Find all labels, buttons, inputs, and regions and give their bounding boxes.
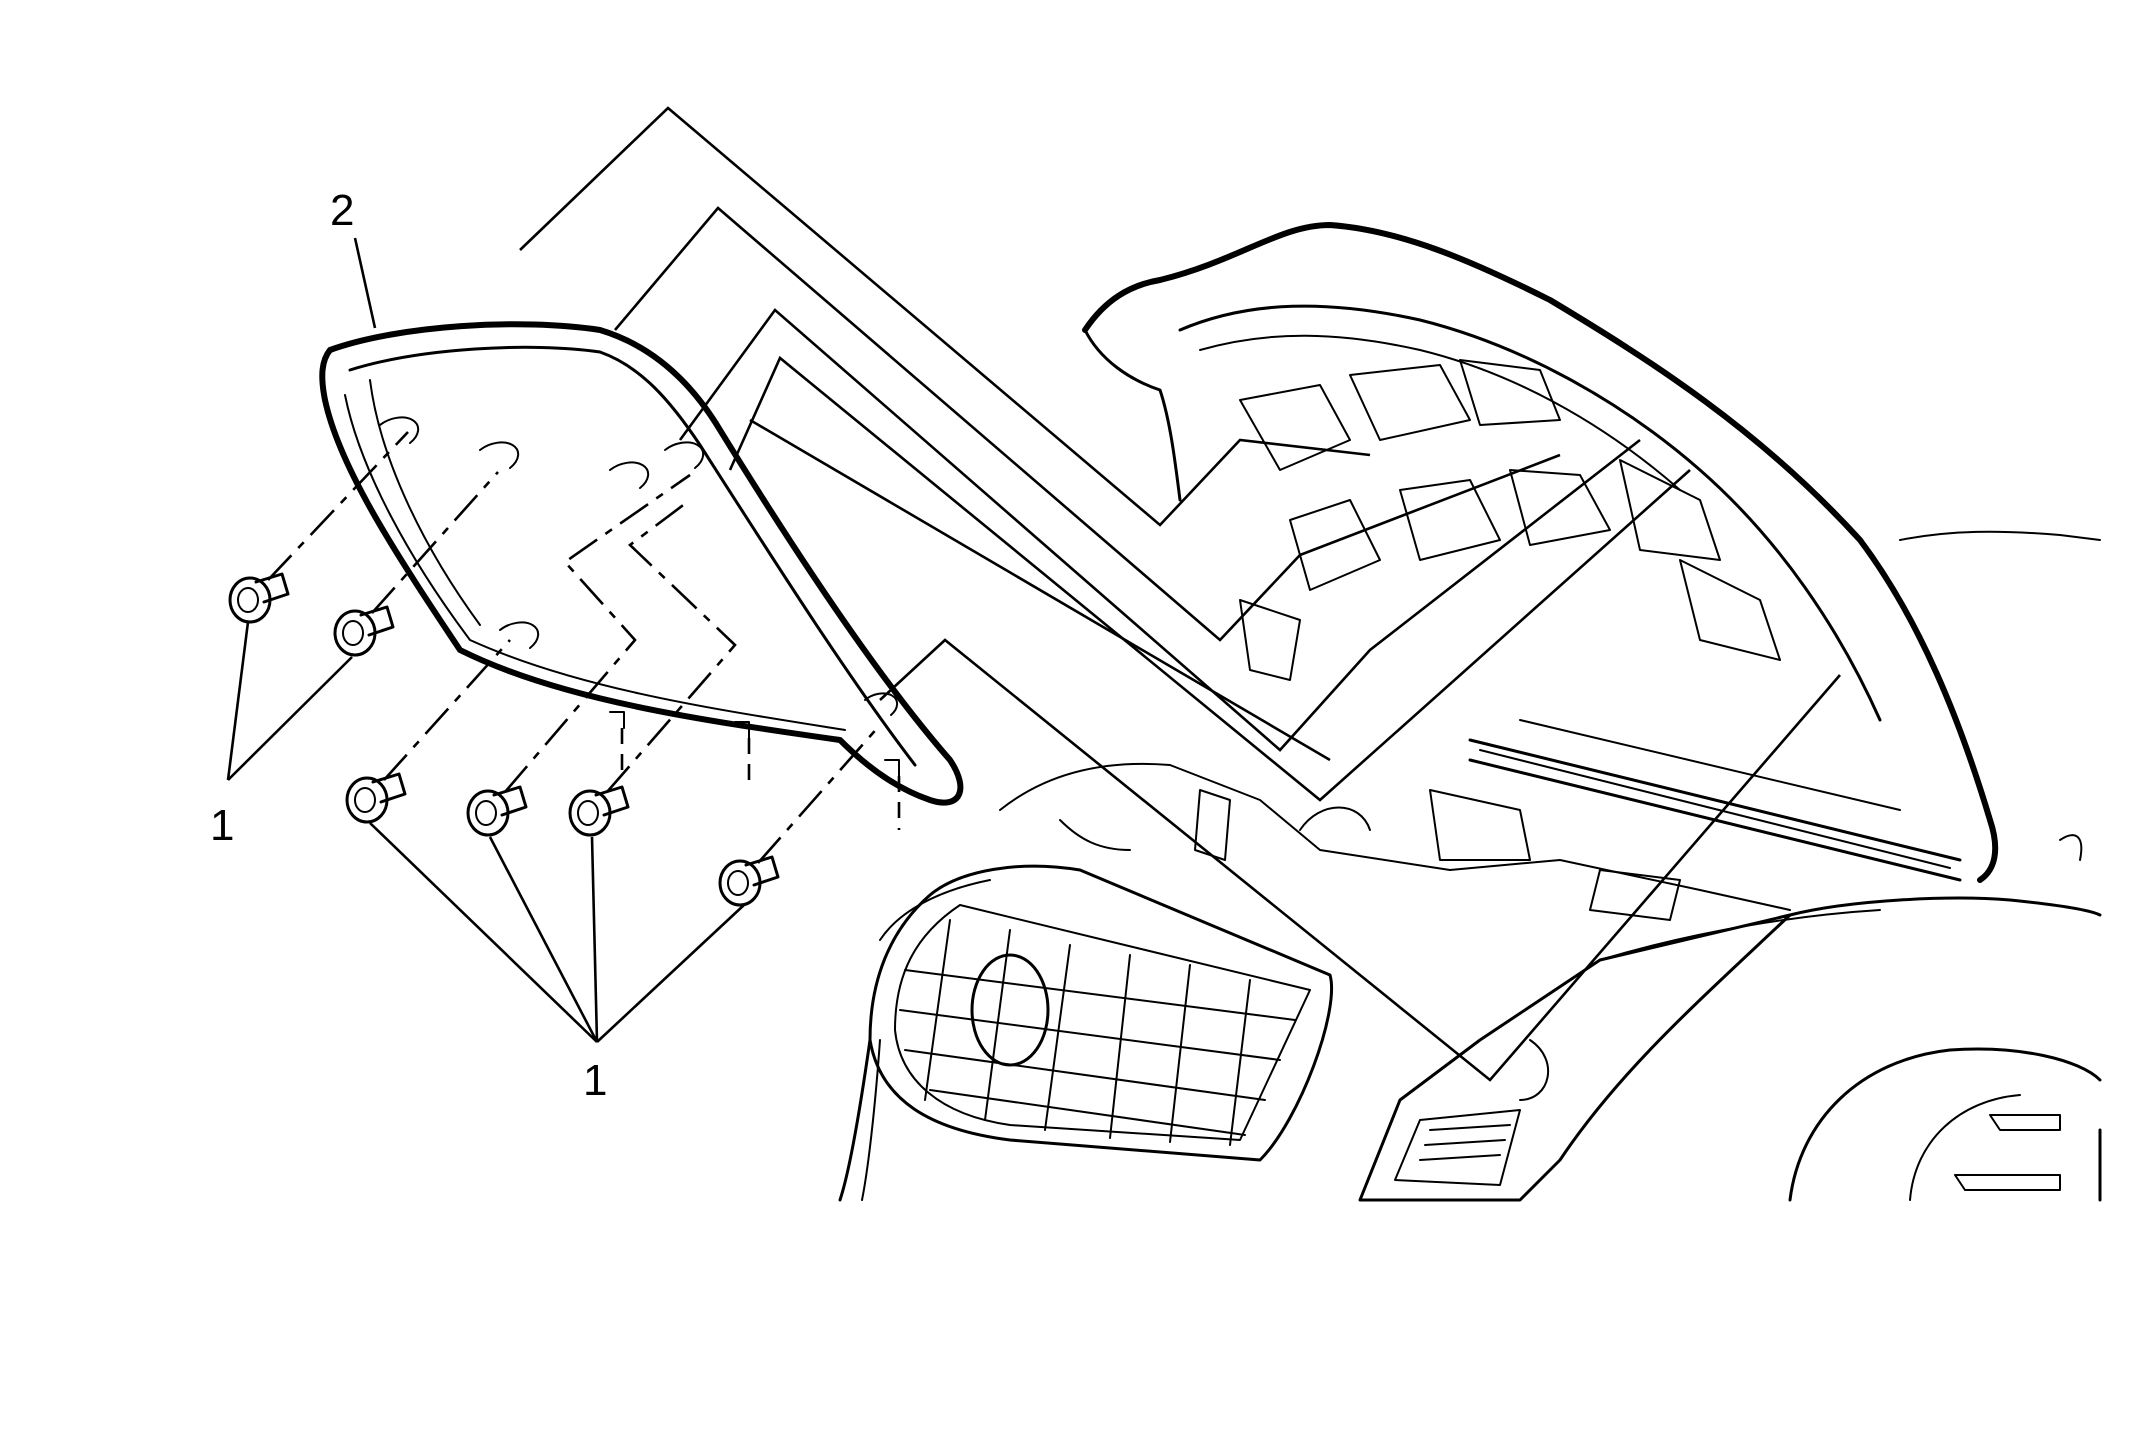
callout-fasteners-left: 1 xyxy=(210,801,234,850)
push-pin-fastener xyxy=(228,572,290,624)
push-pin-fastener xyxy=(568,785,630,837)
grille-mesh xyxy=(899,919,1296,1146)
push-pin-fastener xyxy=(718,855,780,907)
emblem xyxy=(970,953,1050,1067)
push-pin-fastener xyxy=(466,785,528,837)
callout-insulator: 2 xyxy=(330,186,354,235)
projection-lines xyxy=(519,106,1841,1082)
install-lines xyxy=(267,431,901,864)
callout-leaders xyxy=(226,237,745,1043)
vehicle-front-end xyxy=(838,222,2102,1202)
push-pin-fastener xyxy=(333,605,395,657)
hood-insulator-panel xyxy=(319,321,964,806)
fastener-group xyxy=(228,572,780,907)
push-pin-fastener xyxy=(345,772,407,824)
headlamp xyxy=(1358,913,1792,1202)
callout-fasteners-bottom: 1 xyxy=(583,1056,607,1105)
